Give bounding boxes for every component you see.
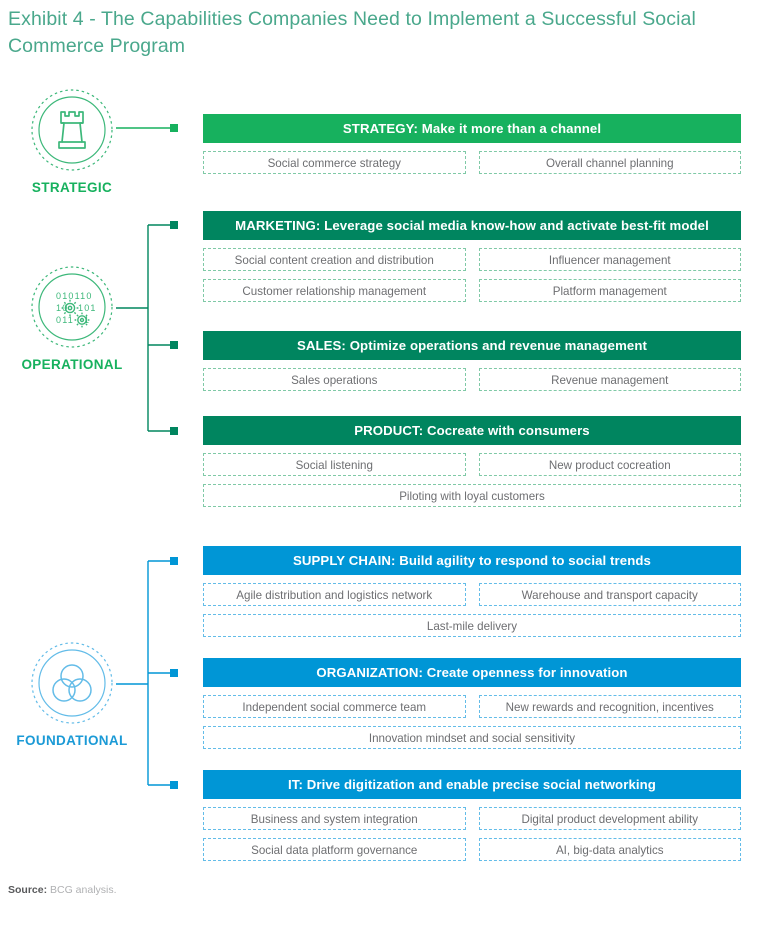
capability-item[interactable]: Social content creation and distribution — [203, 248, 466, 271]
capability-item[interactable]: Warehouse and transport capacity — [478, 583, 741, 606]
capability-item[interactable]: Social commerce strategy — [203, 151, 466, 174]
source-note: Source: BCG analysis. — [8, 884, 117, 896]
subrow: Sales operations Revenue management — [203, 368, 741, 391]
group-header-sales[interactable]: SALES: Optimize operations and revenue m… — [203, 331, 741, 360]
group-marketing: MARKETING: Leverage social media know-ho… — [203, 211, 741, 302]
venn-circles-icon — [31, 642, 113, 724]
capability-item[interactable]: AI, big-data analytics — [478, 838, 741, 861]
group-strategy: STRATEGY: Make it more than a channel So… — [203, 114, 741, 174]
subrow: Customer relationship management Platfor… — [203, 279, 741, 302]
capability-item[interactable]: New rewards and recognition, incentives — [478, 695, 741, 718]
capability-item[interactable]: Social data platform governance — [203, 838, 466, 861]
group-product: PRODUCT: Cocreate with consumers Social … — [203, 416, 741, 507]
group-header-strategy[interactable]: STRATEGY: Make it more than a channel — [203, 114, 741, 143]
subrow: Social data platform governance AI, big-… — [203, 838, 741, 861]
chess-rook-icon — [31, 89, 113, 171]
subrow: Independent social commerce team New rew… — [203, 695, 741, 718]
svg-text:010110: 010110 — [56, 291, 93, 301]
svg-text:101: 101 — [78, 303, 97, 313]
capability-item[interactable]: Influencer management — [478, 248, 741, 271]
source-value: BCG analysis. — [50, 884, 117, 896]
category-strategic[interactable]: STRATEGIC — [2, 88, 142, 195]
group-header-it[interactable]: IT: Drive digitization and enable precis… — [203, 770, 741, 799]
category-label-foundational: FOUNDATIONAL — [16, 733, 128, 748]
subrow: Social commerce strategy Overall channel… — [203, 151, 741, 174]
capability-item[interactable]: Piloting with loyal customers — [203, 484, 741, 507]
subrow: Social content creation and distribution… — [203, 248, 741, 271]
subrow: Business and system integration Digital … — [203, 807, 741, 830]
group-it: IT: Drive digitization and enable precis… — [203, 770, 741, 861]
capability-item[interactable]: Agile distribution and logistics network — [203, 583, 466, 606]
category-foundational[interactable]: FOUNDATIONAL — [2, 641, 142, 748]
foundational-icon-circle — [30, 641, 114, 725]
group-header-organization[interactable]: ORGANIZATION: Create openness for innova… — [203, 658, 741, 687]
subrow: Piloting with loyal customers — [203, 484, 741, 507]
source-label: Source: — [8, 884, 48, 896]
capability-item[interactable]: Digital product development ability — [478, 807, 741, 830]
capability-item[interactable]: Customer relationship management — [203, 279, 466, 302]
category-label-operational: OPERATIONAL — [21, 357, 123, 372]
capability-item[interactable]: Last-mile delivery — [203, 614, 741, 637]
group-organization: ORGANIZATION: Create openness for innova… — [203, 658, 741, 749]
group-sales: SALES: Optimize operations and revenue m… — [203, 331, 741, 391]
subrow: Agile distribution and logistics network… — [203, 583, 741, 606]
capability-item[interactable]: Platform management — [478, 279, 741, 302]
capability-item[interactable]: Social listening — [203, 453, 466, 476]
subrow: Social listening New product cocreation — [203, 453, 741, 476]
capability-item[interactable]: Innovation mindset and social sensitivit… — [203, 726, 741, 749]
strategic-icon-circle — [30, 88, 114, 172]
subrow: Last-mile delivery — [203, 614, 741, 637]
capability-item[interactable]: Overall channel planning — [478, 151, 741, 174]
group-supply-chain: SUPPLY CHAIN: Build agility to respond t… — [203, 546, 741, 637]
group-header-marketing[interactable]: MARKETING: Leverage social media know-ho… — [203, 211, 741, 240]
group-header-product[interactable]: PRODUCT: Cocreate with consumers — [203, 416, 741, 445]
operational-icon-circle: 010110 10 101 011 1 — [30, 265, 114, 349]
capability-item[interactable]: Revenue management — [478, 368, 741, 391]
group-header-supply-chain[interactable]: SUPPLY CHAIN: Build agility to respond t… — [203, 546, 741, 575]
page-title: Exhibit 4 - The Capabilities Companies N… — [8, 8, 696, 57]
category-operational[interactable]: 010110 10 101 011 1 OPERATIONAL — [2, 265, 142, 372]
capability-item[interactable]: Business and system integration — [203, 807, 466, 830]
subrow: Innovation mindset and social sensitivit… — [203, 726, 741, 749]
binary-gears-icon: 010110 10 101 011 1 — [31, 266, 113, 348]
category-label-strategic: STRATEGIC — [31, 180, 113, 195]
capability-item[interactable]: New product cocreation — [478, 453, 741, 476]
capability-item[interactable]: Independent social commerce team — [203, 695, 466, 718]
capability-item[interactable]: Sales operations — [203, 368, 466, 391]
svg-text:011: 011 — [56, 315, 74, 325]
